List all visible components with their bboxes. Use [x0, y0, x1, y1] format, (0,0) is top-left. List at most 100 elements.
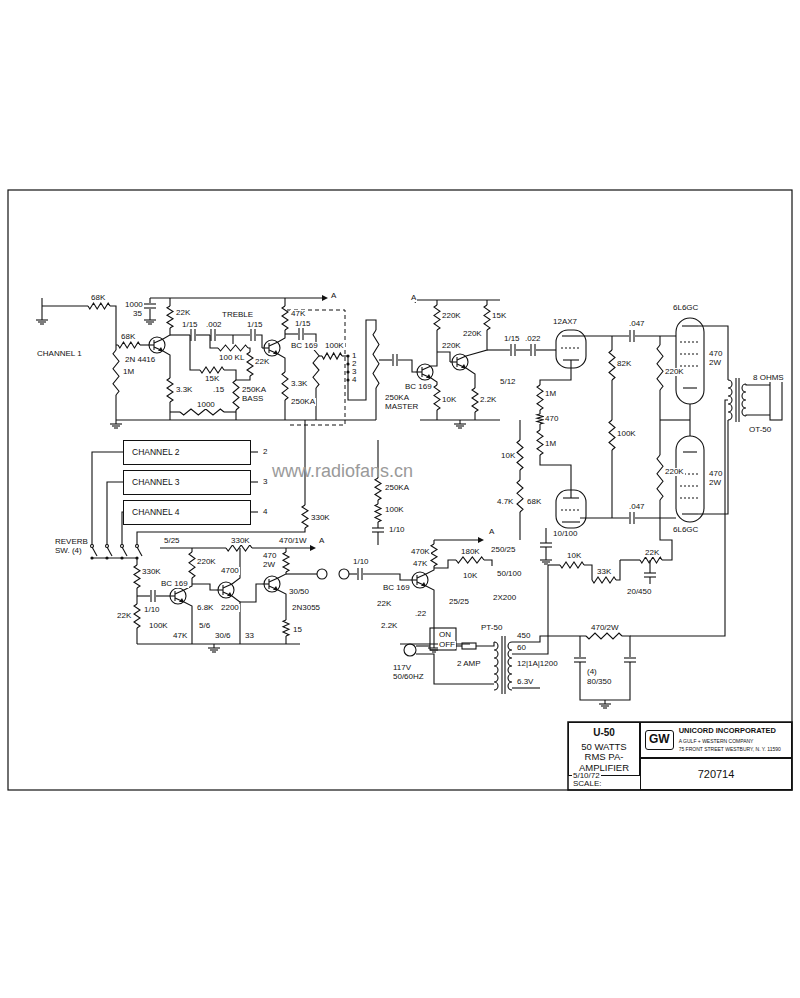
transistor-symbol [147, 337, 165, 353]
component-label: BC 169 [290, 342, 319, 350]
wire [649, 560, 650, 573]
wire [456, 645, 462, 646]
resistor-symbol [657, 455, 663, 500]
wire [278, 330, 285, 342]
resistor-symbol [200, 367, 224, 373]
component-label: 1/15 [503, 335, 521, 343]
power-switch [430, 628, 456, 650]
resistor-symbol [373, 330, 379, 388]
wire [474, 412, 475, 420]
jack-symbol [404, 644, 416, 656]
component-label: 30/50 [288, 588, 310, 596]
wire [110, 306, 116, 350]
component-label: .047 [628, 320, 646, 328]
wire [150, 297, 322, 298]
wire [285, 636, 286, 644]
component-label: SW. (4) [54, 547, 83, 555]
drawing-number-cell: 720714 [640, 758, 792, 790]
component-label: 2 [262, 448, 268, 456]
wire [137, 547, 142, 556]
component-label: 100K [384, 506, 405, 514]
component-label: BC 169 [382, 584, 411, 592]
drawing-frame [8, 190, 792, 790]
component-label: 5/12 [499, 378, 517, 386]
resistor-symbol [484, 305, 490, 330]
wire [122, 547, 127, 556]
component-label: 5/25 [163, 537, 181, 545]
title-cell: U-5050 WATTS RMS PA-AMPLIFIER [568, 722, 640, 776]
wire [232, 335, 233, 344]
wire [487, 349, 510, 350]
wire [236, 376, 250, 380]
transistor-symbol [262, 340, 280, 356]
resistor-symbol [302, 505, 308, 528]
channel-name: CHANNEL 2 [132, 448, 179, 457]
wire [436, 300, 437, 305]
component-label: 3 [262, 478, 268, 486]
ground-symbol [540, 556, 552, 564]
wire [516, 349, 530, 350]
wire [251, 451, 258, 452]
resistor-symbol [657, 345, 663, 390]
wire [548, 564, 560, 565]
component-label: SCALE: [572, 780, 602, 788]
wire [635, 335, 676, 336]
component-label: 22K [644, 549, 660, 557]
resistor-symbol [180, 409, 224, 415]
transistor-symbol [450, 354, 468, 370]
transistor-symbol [262, 576, 280, 592]
resistor-symbol [609, 350, 615, 380]
title-block-frame [568, 722, 792, 790]
wire [169, 402, 170, 420]
component-label: 250KA [384, 484, 410, 492]
wire [107, 482, 123, 545]
wire [512, 687, 540, 688]
component-label: 330K [310, 514, 331, 522]
fuse-symbol [462, 643, 476, 649]
component-label: BC 169 [404, 383, 433, 391]
transformer-core [736, 378, 739, 422]
component-label: 470 [708, 470, 723, 478]
component-label: 250KA [290, 398, 316, 406]
wire [160, 547, 226, 548]
component-label: 8 OHMS [752, 374, 785, 382]
component-label: 2W [708, 479, 722, 487]
capacitor-symbol [630, 330, 634, 342]
capacitor-symbol [299, 328, 303, 340]
component-label: 1000 [124, 301, 144, 309]
component-label: 470 [544, 415, 559, 423]
resistor-symbol [375, 504, 381, 522]
component-label: 4700 [220, 567, 240, 575]
ground-symbol [110, 420, 122, 428]
component-label: .22 [414, 610, 427, 618]
wire [92, 452, 123, 545]
component-label: 2W [708, 359, 722, 367]
wire [584, 565, 592, 580]
wire [436, 410, 437, 420]
resistor-symbol [375, 478, 381, 500]
wire [622, 636, 630, 657]
wire [579, 636, 580, 657]
component-label: .002 [205, 321, 223, 329]
wire [347, 356, 348, 392]
component-label: 22K [116, 612, 132, 620]
wire [169, 298, 170, 306]
ground-symbol [144, 316, 156, 324]
component-label: 68K [120, 333, 136, 341]
resistor-symbol [537, 430, 543, 455]
title-text: A GULF + WESTERN COMPANY [679, 739, 787, 745]
wire [286, 573, 317, 574]
component-label: 250KA [241, 386, 267, 394]
capacitor-symbol [144, 304, 156, 308]
component-label: 470/2W [590, 624, 620, 632]
wire [375, 388, 376, 420]
ground-symbol [599, 700, 611, 708]
coil-symbol [494, 642, 498, 690]
wire [659, 500, 660, 518]
component-label: 82K [616, 360, 632, 368]
wire [512, 565, 548, 654]
wire [611, 380, 612, 420]
coil-symbol [728, 380, 732, 420]
component-label: 2X200 [492, 594, 517, 602]
